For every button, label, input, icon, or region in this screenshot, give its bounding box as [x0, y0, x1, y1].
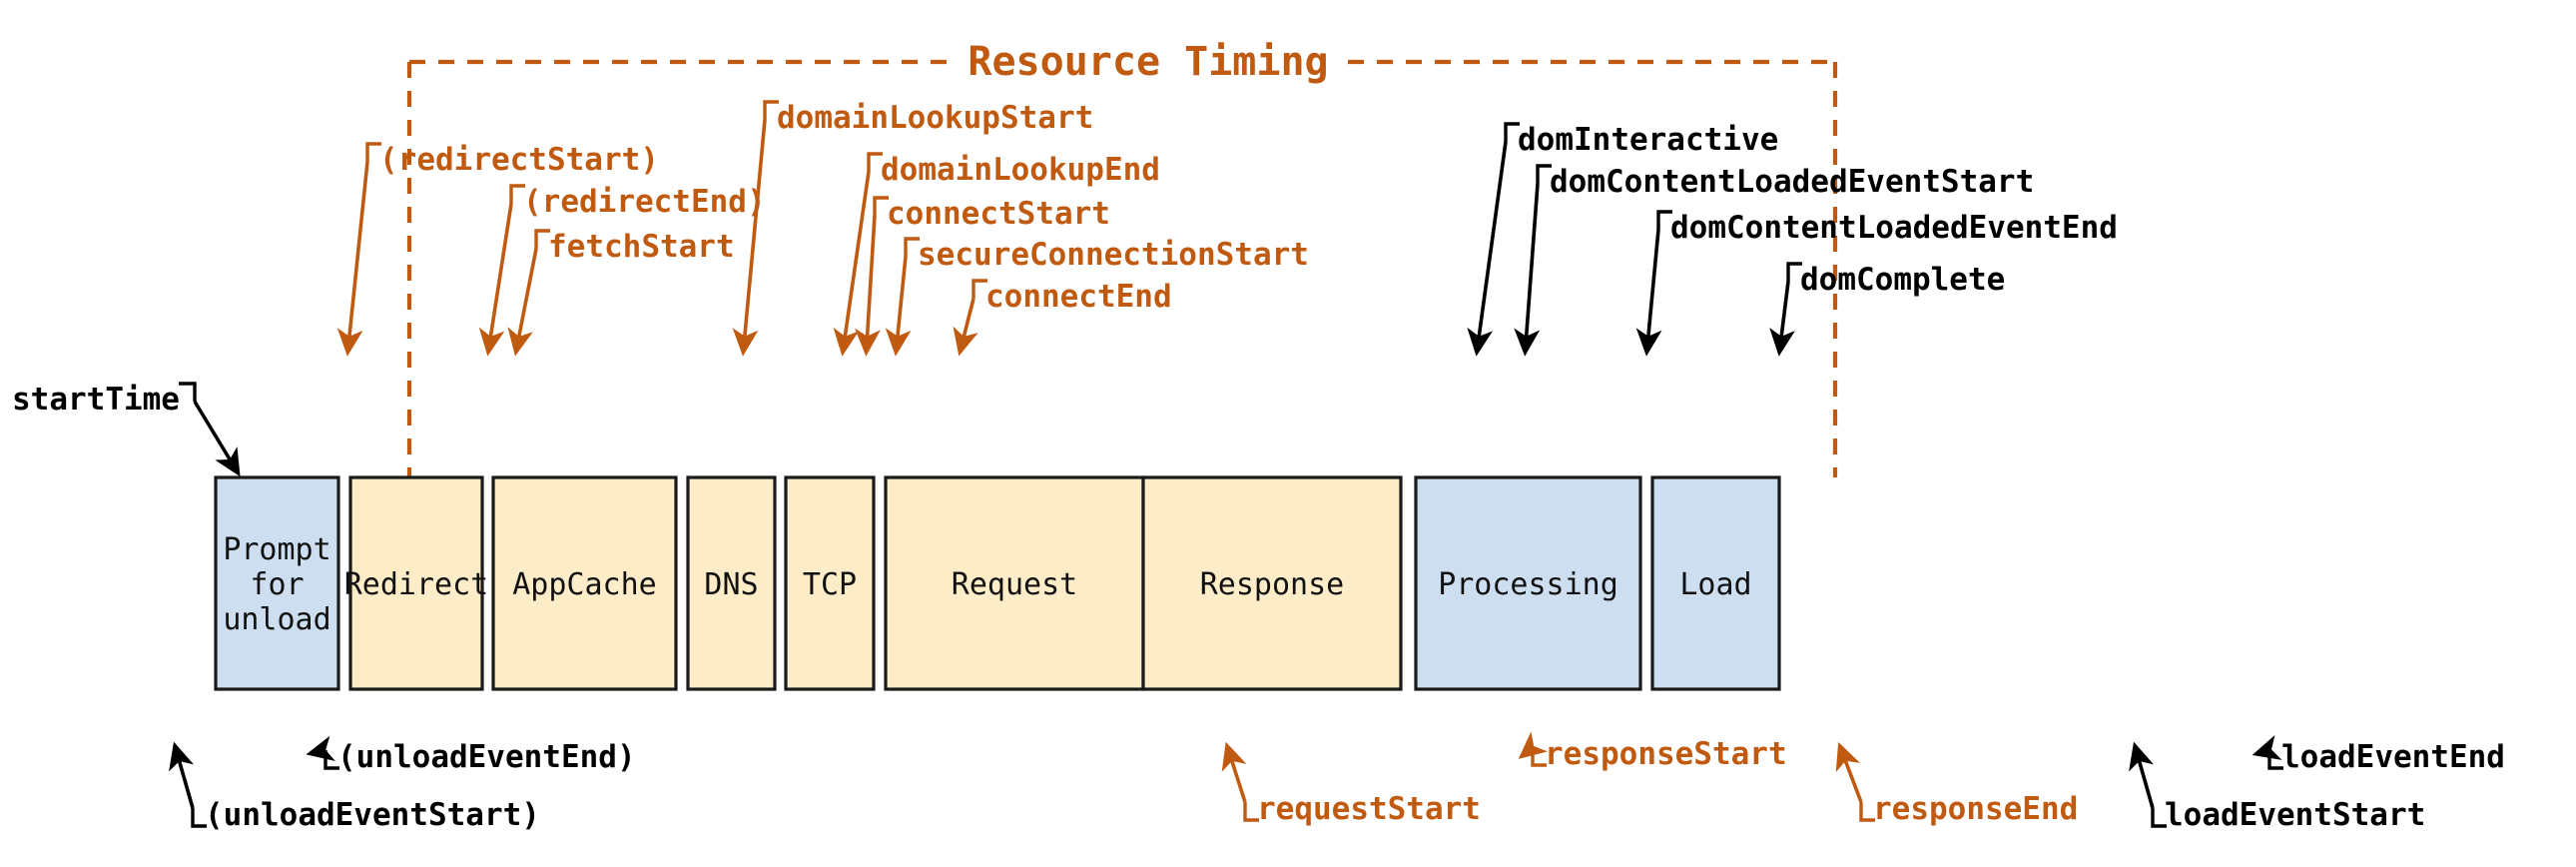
- mark-label-secureConnectionStart: secureConnectionStart: [918, 237, 1309, 273]
- leader-unloadEventStart: [169, 741, 207, 828]
- mark-label-requestStart: requestStart: [1257, 791, 1481, 827]
- mark-label-redirectStart: (redirectStart): [379, 142, 659, 178]
- phase-label: for: [250, 567, 304, 602]
- leader-responseStart: [1518, 731, 1549, 767]
- phase-label: DNS: [704, 567, 758, 602]
- phase-label: Processing: [1438, 567, 1618, 602]
- mark-label-unloadEventEnd: (unloadEventEnd): [337, 739, 636, 775]
- leader-requestStart: [1221, 741, 1259, 822]
- mark-label-fetchStart: fetchStart: [548, 229, 735, 265]
- leader-fetchStart: [507, 229, 550, 357]
- leader-startTime: [179, 382, 241, 477]
- mark-label-connectEnd: connectEnd: [985, 279, 1172, 315]
- phase-box-tcp: TCP: [784, 475, 876, 691]
- phase-label: Prompt: [223, 532, 330, 567]
- mark-label-domainLookupStart: domainLookupStart: [777, 100, 1093, 136]
- mark-label-domInteractive: domInteractive: [1518, 122, 1778, 158]
- phase-label: Request: [952, 567, 1077, 602]
- leader-domInteractive: [1467, 122, 1520, 357]
- resource-timing-bracket-label: Resource Timing: [967, 39, 1328, 85]
- mark-labels: (redirectStart) (redirectEnd) fetchStart do…: [12, 100, 2505, 833]
- phase-box-appcache: AppCache: [491, 475, 678, 691]
- phase-label: Load: [1679, 567, 1751, 602]
- mark-label-startTime: startTime: [12, 382, 180, 418]
- phase-label: AppCache: [512, 567, 657, 602]
- mark-label-redirectEnd: (redirectEnd): [523, 184, 766, 220]
- phase-box-redirect: Redirect: [344, 475, 489, 691]
- mark-label-connectStart: connectStart: [887, 196, 1110, 232]
- phase-label: Response: [1200, 567, 1345, 602]
- resource-timing-bracket: Resource Timing: [406, 39, 1838, 477]
- leader-connectEnd: [953, 279, 987, 357]
- leader-responseEnd: [1835, 741, 1875, 822]
- leader-domContentLoadedEventStart: [1514, 164, 1552, 357]
- mark-label-domContentLoadedEventEnd: domContentLoadedEventEnd: [1670, 210, 2118, 246]
- leader-domainLookupStart: [732, 100, 779, 357]
- leader-domComplete: [1769, 262, 1802, 357]
- mark-label-domComplete: domComplete: [1800, 262, 2005, 298]
- phase-box-request: Request: [884, 475, 1145, 691]
- mark-label-domContentLoadedEventStart: domContentLoadedEventStart: [1550, 164, 2034, 200]
- leader-domContentLoadedEventEnd: [1635, 210, 1672, 357]
- leader-loadEventEnd: [2252, 734, 2283, 770]
- mark-label-responseStart: responseStart: [1545, 736, 1787, 772]
- mark-label-responseEnd: responseEnd: [1873, 791, 2078, 827]
- mark-label-domainLookupEnd: domainLookupEnd: [881, 152, 1160, 188]
- leader-connectStart: [855, 196, 889, 357]
- phase-label: unload: [223, 602, 330, 637]
- mark-label-loadEventStart: loadEventStart: [2165, 797, 2425, 833]
- phase-box-response: Response: [1141, 475, 1403, 691]
- leader-domainLookupEnd: [833, 152, 883, 357]
- leader-loadEventStart: [2129, 741, 2167, 828]
- mark-label-unloadEventStart: (unloadEventStart): [205, 797, 540, 833]
- phase-box-load: Load: [1650, 475, 1781, 691]
- phase-label: TCP: [803, 567, 857, 602]
- leader-redirectEnd: [478, 184, 525, 357]
- leader-redirectStart: [336, 142, 381, 357]
- leader-unloadEventEnd: [306, 735, 339, 770]
- leader-lines: [169, 100, 2283, 828]
- mark-label-loadEventEnd: loadEventEnd: [2281, 739, 2505, 775]
- phase-label: Redirect: [344, 567, 489, 602]
- phase-box-processing: Processing: [1414, 475, 1642, 691]
- phase-box-dns: DNS: [686, 475, 777, 691]
- leader-secureConnectionStart: [885, 237, 920, 357]
